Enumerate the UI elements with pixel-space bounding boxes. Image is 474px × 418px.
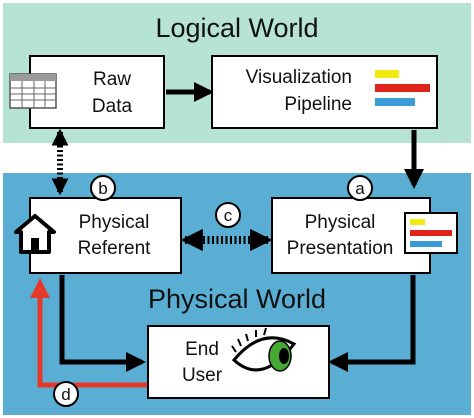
badge-d: d	[53, 381, 79, 407]
pipeline-label-line2: Pipeline	[284, 94, 352, 115]
physical-referent-box: Physical Referent	[29, 197, 182, 274]
badge-a: a	[347, 175, 373, 201]
end-user-label-line2: User	[182, 365, 223, 386]
arrow-referent-to-user	[59, 275, 146, 372]
logical-world-title: Logical World	[155, 13, 318, 43]
arrow-user-to-referent-feedback	[30, 278, 148, 388]
badge-a-label: a	[355, 179, 365, 198]
house-icon	[14, 214, 56, 254]
referent-label-line1: Physical	[79, 212, 150, 233]
badge-c: c	[215, 202, 241, 228]
presentation-label-line1: Physical	[305, 212, 376, 233]
bar-chart-icon	[375, 70, 430, 106]
badge-c-label: c	[224, 206, 233, 225]
presentation-chart-icon	[404, 212, 458, 254]
raw-data-label-line2: Data	[92, 96, 133, 117]
table-icon	[9, 73, 57, 109]
end-user-label-line1: End	[185, 339, 219, 360]
presentation-label-line2: Presentation	[287, 238, 394, 259]
physical-world-title: Physical World	[148, 284, 326, 314]
raw-data-label-line1: Raw	[93, 69, 131, 90]
eye-icon	[231, 327, 297, 372]
pipeline-label-line1: Visualization	[246, 67, 352, 88]
physical-presentation-box: Physical Presentation	[271, 197, 431, 274]
badge-d-label: d	[61, 385, 70, 404]
end-user-box: End User	[147, 325, 330, 399]
badge-b: b	[90, 175, 116, 201]
connections	[30, 82, 424, 388]
referent-label-line2: Referent	[78, 238, 152, 259]
arrow-presentation-to-user	[328, 275, 416, 372]
badge-b-label: b	[98, 179, 107, 198]
